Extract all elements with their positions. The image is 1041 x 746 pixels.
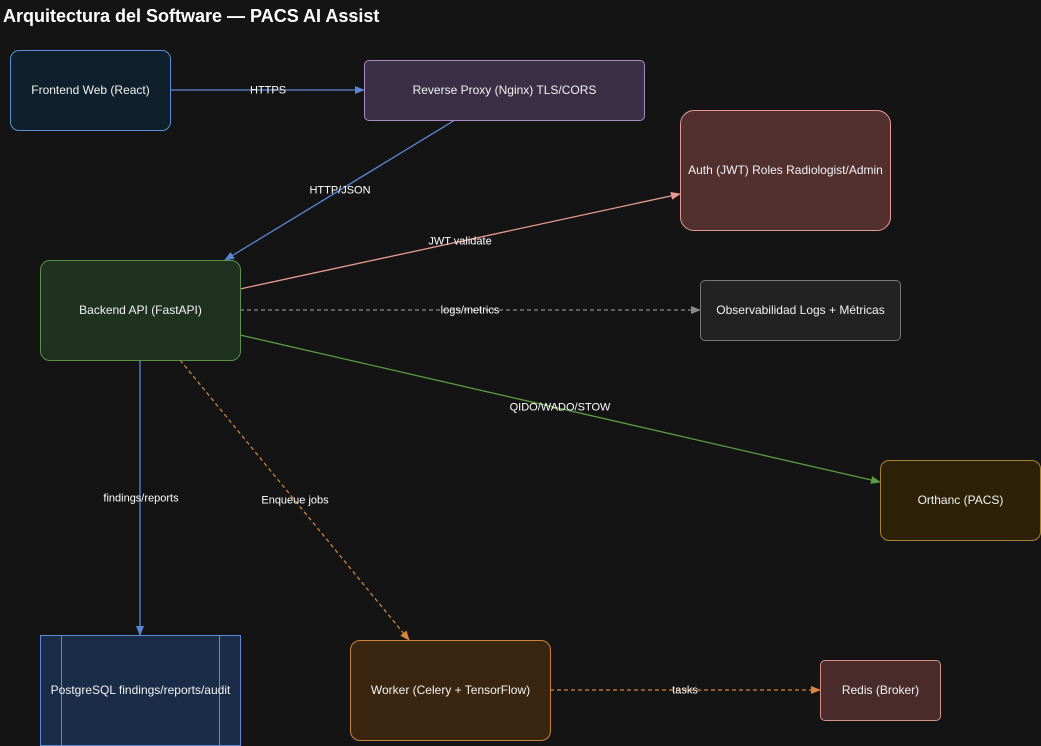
node-observability-label: Observabilidad Logs + Métricas [716, 303, 885, 317]
node-worker-label: Worker (Celery + TensorFlow) [370, 683, 531, 697]
node-orthanc[interactable]: Orthanc (PACS) [880, 460, 1041, 541]
edge-label-jwt-validate: JWT validate [428, 235, 492, 248]
node-proxy[interactable]: Reverse Proxy (Nginx) TLS/CORS [364, 60, 645, 121]
edge-http-json [224, 119, 456, 261]
node-postgres-label: PostgreSQL findings/reports/audit [50, 683, 231, 697]
node-observability[interactable]: Observabilidad Logs + Métricas [700, 280, 901, 341]
node-postgres[interactable]: PostgreSQL findings/reports/audit [40, 635, 241, 746]
edge-label-logs-metrics: logs/metrics [440, 304, 500, 317]
node-frontend-label: Frontend Web (React) [31, 83, 150, 97]
node-frontend[interactable]: Frontend Web (React) [10, 50, 171, 131]
edge-jwt-validate [239, 191, 681, 290]
node-worker[interactable]: Worker (Celery + TensorFlow) [350, 640, 551, 741]
node-backend-label: Backend API (FastAPI) [79, 303, 202, 317]
diagram-title: Arquitectura del Software — PACS AI Assi… [3, 6, 380, 26]
node-redis[interactable]: Redis (Broker) [820, 660, 941, 721]
node-auth[interactable]: Auth (JWT) Roles Radiologist/Admin [680, 110, 891, 231]
db-inner-line-right [219, 636, 220, 745]
node-auth-label: Auth (JWT) Roles Radiologist/Admin [688, 163, 883, 177]
edge-qido [239, 334, 881, 484]
node-orthanc-label: Orthanc (PACS) [917, 493, 1004, 507]
edge-label-qido: QIDO/WADO/STOW [509, 401, 611, 414]
node-backend[interactable]: Backend API (FastAPI) [40, 260, 241, 361]
edge-label-tasks: tasks [672, 684, 698, 697]
edge-label-enqueue: Enqueue jobs [261, 494, 329, 507]
node-proxy-label: Reverse Proxy (Nginx) TLS/CORS [412, 83, 597, 97]
edge-enqueue [179, 359, 410, 641]
db-inner-line-left [61, 636, 62, 745]
node-redis-label: Redis (Broker) [841, 683, 920, 697]
edge-label-https: HTTPS [249, 84, 287, 97]
edge-label-findings: findings/reports [103, 492, 179, 505]
edge-label-http-json: HTTP/JSON [309, 184, 371, 197]
